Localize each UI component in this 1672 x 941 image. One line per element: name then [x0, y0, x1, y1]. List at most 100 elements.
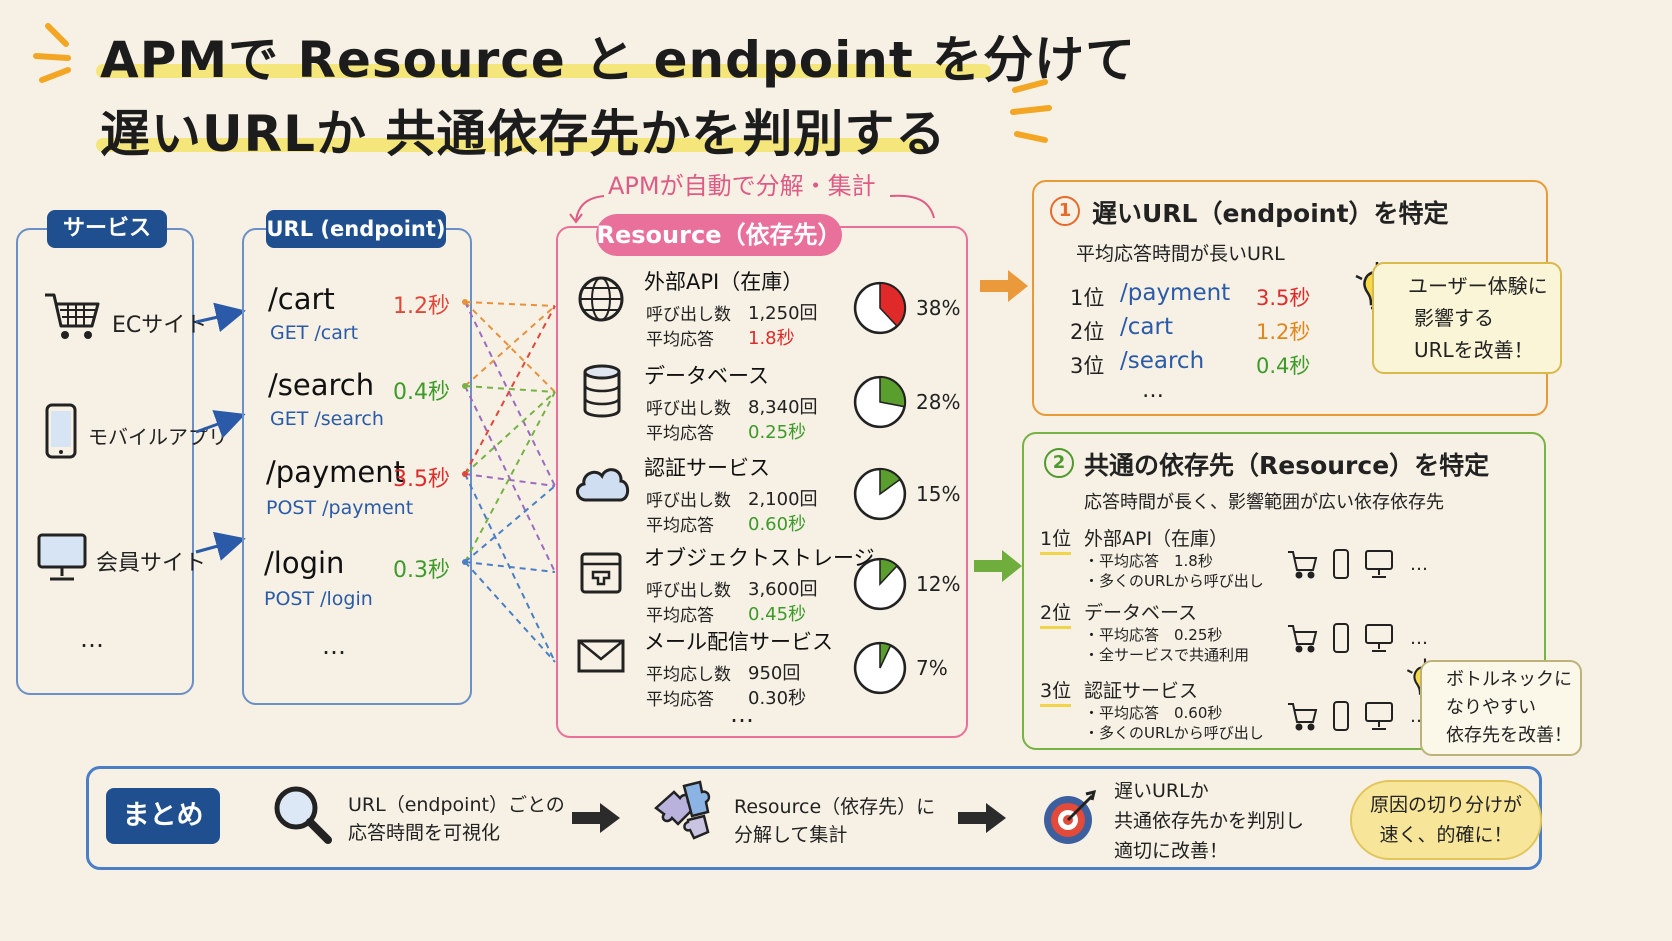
- panel2-detail: ・平均応答 0.60秒: [1084, 704, 1223, 722]
- panel1-note-line1: ユーザー体験に: [1408, 274, 1548, 298]
- summary-step2-line1: Resource（依存先）に: [734, 796, 936, 818]
- service-label-ec: ECサイト: [112, 313, 208, 338]
- resource-share-pie: [853, 467, 907, 521]
- panel1-title: 遅いURL（endpoint）を特定: [1092, 199, 1449, 228]
- resource-share-pie: [853, 281, 907, 335]
- url-time-login: 0.3秒: [393, 558, 450, 583]
- resource-avg-label: 平均応答: [646, 424, 714, 444]
- resource-avg-label: 平均応答: [646, 690, 714, 710]
- banner-curl-icon: [569, 194, 935, 224]
- magnifier-icon: [274, 786, 332, 844]
- summary-step1-line1: URL（endpoint）ごとの: [348, 794, 565, 816]
- cloud-icon: [576, 468, 630, 502]
- summary-step2-line2: 分解して集計: [734, 824, 848, 846]
- panel2-name: 外部API（在庫）: [1084, 528, 1229, 550]
- panel2-detail: ・全サービスで共通利用: [1084, 646, 1250, 664]
- resource-calls-value: 3,600回: [748, 579, 818, 600]
- panel1-note: ユーザー体験に 影響する URLを改善！: [1372, 262, 1562, 374]
- resource-share-pie: [853, 557, 907, 611]
- title-spark-left-icon: [33, 23, 71, 83]
- pie-slice: [879, 376, 906, 408]
- resource-calls-label: 平均応し数: [646, 665, 731, 685]
- url-path-search: /search: [268, 368, 375, 402]
- resources-more: …: [730, 700, 754, 728]
- resource-name: メール配信サービス: [644, 630, 833, 654]
- resource-calls-value: 1,250回: [748, 303, 818, 324]
- panel1-subtitle: 平均応答時間が長いURL: [1076, 243, 1285, 265]
- resource-avg-label: 平均応答: [646, 516, 714, 536]
- panel1-note-line3: URLを改善！: [1414, 338, 1534, 362]
- panel1-time: 3.5秒: [1256, 286, 1311, 310]
- summary-note-line2: 速く、的確に！: [1379, 824, 1513, 846]
- panel1-more: …: [1142, 378, 1164, 403]
- affected-services-icons: …: [1288, 623, 1428, 653]
- summary-arrow1-icon: [572, 803, 620, 833]
- pie-slice: [879, 558, 899, 586]
- pie-slice: [879, 642, 892, 669]
- target-icon: [1044, 789, 1097, 844]
- panel1-number-badge: 1: [1050, 196, 1080, 226]
- url-time-payment: 3.5秒: [393, 467, 450, 492]
- resource-share-pie: [853, 641, 907, 695]
- mini-monitor-icon: [1365, 550, 1393, 578]
- mini-cart-icon: [1288, 625, 1318, 653]
- mail-icon: [577, 639, 625, 673]
- panel2-number-badge: 2: [1044, 448, 1074, 478]
- affected-services-icons: …: [1288, 549, 1428, 579]
- url-path-payment: /payment: [266, 455, 405, 489]
- resource-calls-value: 8,340回: [748, 397, 818, 418]
- mini-phone-icon: [1333, 549, 1349, 579]
- services-tag: サービス: [47, 210, 167, 248]
- mini-monitor-icon: [1365, 702, 1393, 730]
- pie-slice: [879, 468, 902, 496]
- mini-phone-icon: [1333, 701, 1349, 731]
- pie-slice: [879, 282, 906, 328]
- panel1-time: 1.2秒: [1256, 320, 1311, 344]
- panel2-detail: ・多くのURLから呼び出し: [1084, 724, 1264, 742]
- resource-share-label: 7%: [916, 656, 948, 680]
- resource-share-pie: [853, 375, 907, 429]
- arrow-to-panel1-icon: [980, 270, 1028, 302]
- summary-note: 原因の切り分けが 速く、的確に！: [1350, 780, 1543, 860]
- resource-avg-value: 1.8秒: [748, 328, 795, 349]
- panel1-note-line2: 影響する: [1414, 306, 1494, 330]
- url-time-cart: 1.2秒: [393, 294, 450, 319]
- resource-calls-label: 呼び出し数: [646, 491, 731, 511]
- resource-avg-value: 0.45秒: [748, 604, 807, 625]
- arrow-to-panel2-icon: [974, 550, 1022, 582]
- resource-avg-label: 平均応答: [646, 606, 714, 626]
- mini-cart-icon: [1288, 551, 1318, 579]
- resource-calls-label: 呼び出し数: [646, 581, 731, 601]
- panel2-rank: 2位: [1040, 598, 1072, 629]
- panel2-note: ボトルネックに なりやすい 依存先を改善！: [1420, 660, 1582, 756]
- globe-icon: [578, 276, 624, 322]
- resource-share-label: 38%: [916, 296, 961, 320]
- resource-calls-value: 2,100回: [748, 489, 818, 510]
- mini-phone-icon: [1333, 623, 1349, 653]
- summary-step3-line2: 共通依存先かを判別し: [1114, 810, 1305, 832]
- summary-arrow2-icon: [958, 803, 1006, 833]
- database-icon: [583, 364, 621, 418]
- panel2-note-line2: なりやすい: [1446, 697, 1536, 718]
- url-method-payment: POST /payment: [266, 497, 414, 519]
- panel1-rank: 3位: [1070, 354, 1105, 378]
- panel2-note-line3: 依存先を改善！: [1446, 725, 1572, 746]
- panel2-note-line1: ボトルネックに: [1446, 669, 1572, 690]
- urls-more: …: [322, 632, 346, 660]
- panel1-rank: 1位: [1070, 286, 1105, 310]
- resource-avg-value: 0.60秒: [748, 514, 807, 535]
- resource-calls-value: 950回: [748, 663, 801, 684]
- urls-tag: URL (endpoint): [266, 210, 446, 248]
- resource-name: データベース: [644, 364, 769, 388]
- url-method-search: GET /search: [270, 408, 384, 430]
- url-method-cart: GET /cart: [270, 322, 359, 344]
- panel2-name: 認証サービス: [1084, 680, 1199, 702]
- panel2-name: データベース: [1084, 602, 1198, 624]
- resource-name: 外部API（在庫）: [644, 270, 804, 294]
- url-resource-connections: [462, 299, 556, 663]
- resource-share-label: 28%: [916, 390, 961, 414]
- resource-name: オブジェクトストレージ: [644, 546, 875, 570]
- resource-share-label: 12%: [916, 572, 961, 596]
- resource-avg-value: 0.25秒: [748, 422, 807, 443]
- page-title-line2: 遅いURLか 共通依存先かを判別する: [100, 105, 947, 163]
